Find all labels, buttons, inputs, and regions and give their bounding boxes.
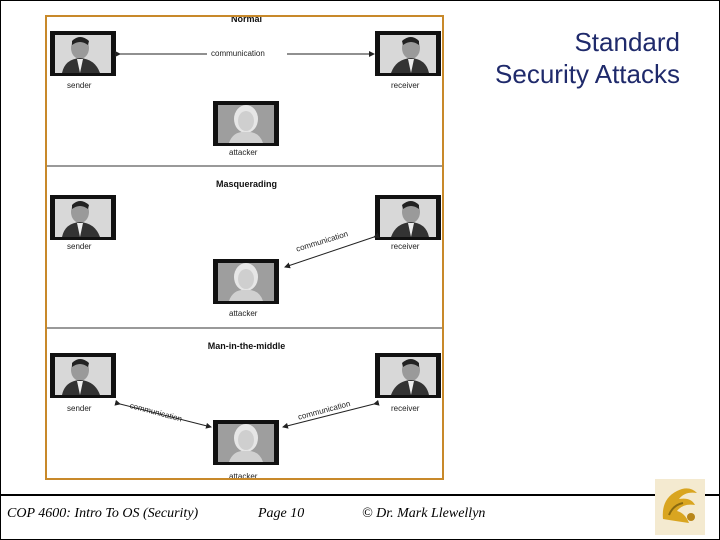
receiver-label: receiver [391,81,420,90]
attack-diagram-svg [47,31,442,465]
sender-figure [50,195,116,240]
attack-diagram: Normal sender receiver attacker communic… [45,15,444,480]
communication-arrow [114,399,212,429]
receiver-figure [375,31,441,76]
slide-title-line2: Security Attacks [495,59,680,89]
attacker-label: attacker [229,148,258,157]
slide-title: Standard Security Attacks [455,26,680,90]
pegasus-logo-icon [655,479,705,535]
panel-title-masquerading: Masquerading [215,179,277,189]
receiver-label: receiver [391,404,420,413]
attacker-figure [213,259,279,304]
slide-title-line1: Standard [574,27,680,57]
receiver-label: receiver [391,242,420,251]
sender-label: sender [67,242,92,251]
footer-author: © Dr. Mark Llewellyn [362,506,486,521]
attacker-label: attacker [229,472,258,480]
sender-figure [50,31,116,76]
receiver-figure [375,195,441,240]
attacker-label: attacker [229,309,258,318]
sender-figure [50,353,116,398]
footer-page: Page 10 [258,506,305,521]
panel-title-man-in-the-middle: Man-in-the-middle [207,341,286,351]
receiver-figure [375,353,441,398]
communication-arrow [282,399,380,429]
panel-title-normal: Normal [230,15,262,24]
sender-label: sender [67,81,92,90]
footer-divider [0,494,720,496]
footer-course: COP 4600: Intro To OS (Security) [7,506,199,521]
attacker-figure [213,101,279,146]
attacker-figure [213,420,279,465]
sender-label: sender [67,404,92,413]
communication-arrow [284,232,380,269]
communication-label: communication [211,49,265,58]
